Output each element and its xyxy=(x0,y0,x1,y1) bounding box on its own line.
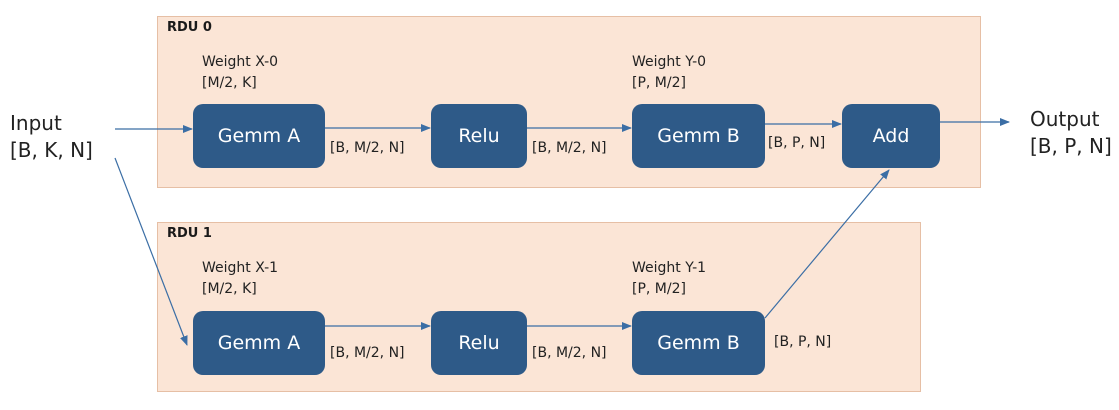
rdu1-weight-y: Weight Y-1 [P, M/2] xyxy=(632,258,706,300)
rdu0-relu-node: Relu xyxy=(431,104,527,168)
rdu1-gemm-a-node: Gemm A xyxy=(193,311,325,375)
input-label: Input [B, K, N] xyxy=(10,110,93,164)
rdu0-weight-x-shape: [M/2, K] xyxy=(202,75,257,91)
rdu0-edge-label-gemm-b-add: [B, P, N] xyxy=(768,135,826,151)
input-name: Input xyxy=(10,111,62,135)
edge-input-gemm-a-1 xyxy=(114,157,188,346)
rdu0-weight-x-name: Weight X-0 xyxy=(202,54,279,70)
rdu0-title: RDU 0 xyxy=(167,20,212,35)
rdu1-edge-label-relu-gemm-b: [B, M/2, N] xyxy=(532,345,607,361)
rdu0-weight-y: Weight Y-0 [P, M/2] xyxy=(632,52,706,94)
edge-gemm-b1-add xyxy=(764,169,890,319)
rdu1-relu-node: Relu xyxy=(431,311,527,375)
rdu0-weight-y-shape: [P, M/2] xyxy=(632,75,686,91)
rdu1-title: RDU 1 xyxy=(167,226,212,241)
output-shape: [B, P, N] xyxy=(1030,134,1112,158)
output-name: Output xyxy=(1030,107,1100,131)
rdu1-edge-label-gemm-b-add: [B, P, N] xyxy=(774,334,832,350)
rdu1-weight-y-name: Weight Y-1 xyxy=(632,260,707,276)
rdu1-weight-y-shape: [P, M/2] xyxy=(632,281,686,297)
rdu1-weight-x: Weight X-1 [M/2, K] xyxy=(202,258,278,300)
rdu0-edge-label-relu-gemm-b: [B, M/2, N] xyxy=(532,140,607,156)
input-shape: [B, K, N] xyxy=(10,138,93,162)
rdu0-add-node: Add xyxy=(842,104,940,168)
rdu1-edge-label-gemm-a-relu: [B, M/2, N] xyxy=(330,345,405,361)
rdu0-gemm-a-node: Gemm A xyxy=(193,104,325,168)
rdu0-gemm-b-node: Gemm B xyxy=(632,104,765,168)
rdu1-weight-x-name: Weight X-1 xyxy=(202,260,279,276)
rdu1-gemm-b-node: Gemm B xyxy=(632,311,765,375)
rdu0-weight-y-name: Weight Y-0 xyxy=(632,54,707,70)
rdu0-weight-x: Weight X-0 [M/2, K] xyxy=(202,52,278,94)
rdu1-weight-x-shape: [M/2, K] xyxy=(202,281,257,297)
rdu0-edge-label-gemm-a-relu: [B, M/2, N] xyxy=(330,140,405,156)
output-label: Output [B, P, N] xyxy=(1030,106,1112,160)
